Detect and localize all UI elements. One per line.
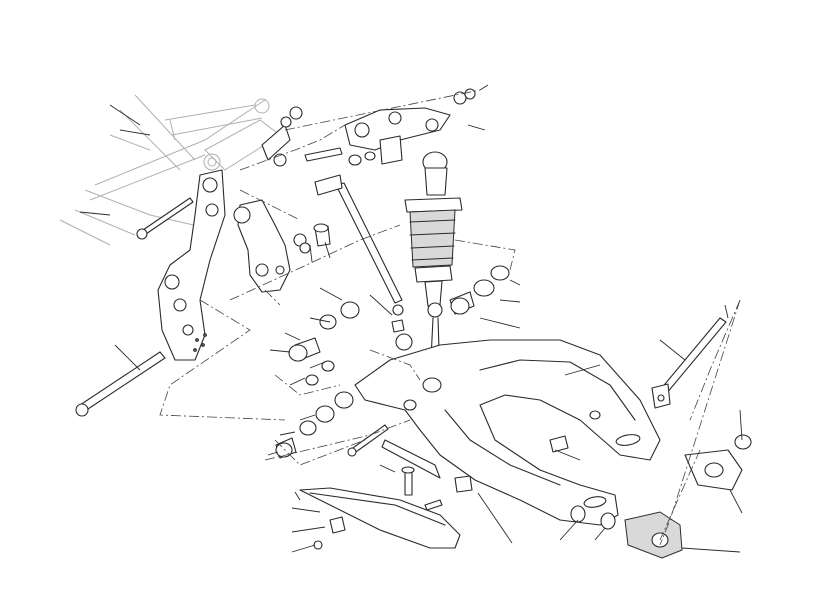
chain-slider: [299, 487, 461, 550]
right-footrest-bracket: [233, 124, 291, 293]
pivot-shaft-left: [75, 351, 166, 417]
frame-fasteners: [136, 106, 331, 254]
rear-axle: [651, 317, 727, 409]
leader-lines: [79, 84, 743, 553]
small-fasteners: [347, 424, 473, 511]
shock-bushings: [449, 265, 510, 315]
pull-rod: [314, 174, 405, 333]
left-footrest-bracket: [157, 169, 226, 361]
pivot-bushings: [275, 301, 413, 459]
swingarm: [354, 339, 661, 526]
assembly-lines: [159, 89, 741, 546]
shock-absorber: [404, 151, 463, 381]
rocker-linkage: [304, 88, 476, 166]
